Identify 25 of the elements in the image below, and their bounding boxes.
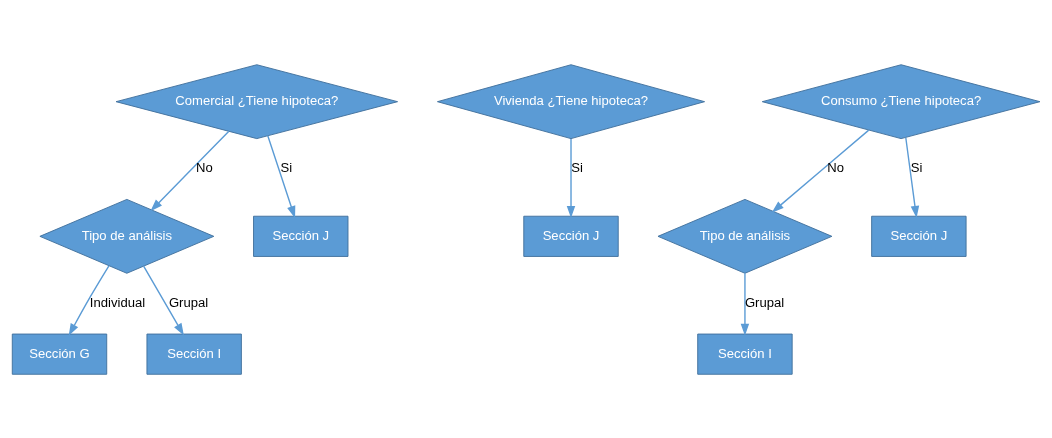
edge-label: No [196,159,213,175]
edge-label: Grupal [744,294,785,310]
edge-label: Grupal [168,294,209,310]
node-box: Sección J [871,215,967,257]
edge-label: Si [910,159,923,175]
node-box: Sección I [697,333,793,375]
node-box: Sección G [11,333,108,375]
arrow [740,272,750,336]
arrow [771,128,870,213]
node-diamond: Vivienda ¿Tiene hipoteca? [436,63,706,139]
edge-label: No [827,159,844,175]
arrow [68,264,110,336]
arrow [267,134,296,218]
arrow [150,130,230,211]
arrow [905,136,920,218]
arrow [566,137,576,218]
node-box: Sección I [146,333,242,375]
node-diamond: Consumo ¿Tiene hipoteca? [761,63,1041,139]
arrow [142,265,184,336]
node-box: Sección J [523,215,619,257]
edge-label: Si [280,159,293,175]
node-diamond: Comercial ¿Tiene hipoteca? [115,63,399,139]
edge-label: Si [571,159,583,175]
node-box: Sección J [253,215,349,257]
edge-label: Individual [89,294,146,310]
